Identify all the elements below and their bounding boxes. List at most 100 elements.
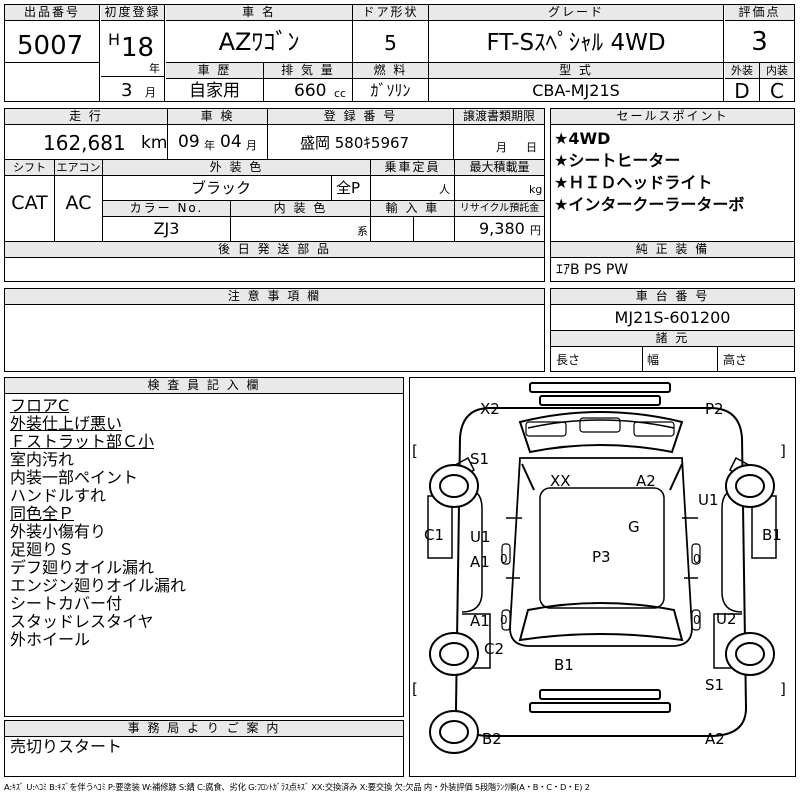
grade-cell: グレード FT-Sｽﾍﾟｼｬﾙ 4WD <box>429 5 724 62</box>
displacement-unit: cc <box>334 87 347 100</box>
reg-no-value: 盛岡 580ｷ5967 <box>300 134 410 152</box>
displacement-value: 660 <box>294 81 327 101</box>
mark-g: G <box>628 518 640 536</box>
office-label: 事 務 局 よ り ご 案 内 <box>5 721 403 737</box>
lot-number-label: 出品番号 <box>5 5 99 21</box>
history-value: 自家用 <box>189 81 240 101</box>
sales-point-item: ★4WD <box>554 129 611 148</box>
header-block: 出品番号 5007 初度登録 H 18 年 3 月 車 名 AZﾜｺﾞﾝ ドア形… <box>4 4 795 102</box>
color-paint-value: 全P <box>336 179 361 197</box>
interior-value: C <box>770 79 784 101</box>
score-label: 評価点 <box>725 5 794 21</box>
model-value: CBA-MJ21S <box>532 81 620 100</box>
equipment-label: 純 正 装 備 <box>551 242 794 258</box>
exterior-label: 外装 <box>725 63 759 79</box>
shift-label: シフト <box>5 160 54 176</box>
month-unit: 月 <box>145 86 156 99</box>
displacement-label: 排 気 量 <box>264 63 352 79</box>
year-value: 18 <box>121 33 155 63</box>
notes-label: 注 意 事 項 欄 <box>5 289 544 305</box>
score-value: 3 <box>751 27 768 57</box>
capacity-cell: 乗車定員 人 <box>371 160 455 200</box>
inspector-note-line: フロアC <box>10 396 70 415</box>
mark-b1-bottom: B1 <box>554 656 574 674</box>
era-value: H <box>108 30 121 49</box>
mark-a1-lower: A1 <box>470 612 490 630</box>
interior-grade-cell: 内装 C <box>760 63 794 101</box>
inspection-year-unit: 年 <box>204 139 215 152</box>
mileage-unit: km <box>141 133 168 153</box>
grade-value: FT-Sｽﾍﾟｼｬﾙ 4WD <box>486 30 666 56</box>
inspector-note-line: 外装小傷有り <box>10 522 107 541</box>
sales-point-item: ★シートヒーター <box>554 151 681 170</box>
exterior-grade-cell: 外装 D <box>725 63 760 101</box>
grade-label: グレード <box>429 5 723 21</box>
history-label: 車 歴 <box>166 63 263 79</box>
shift-value: CAT <box>11 192 48 214</box>
inspector-note-line: シートカバー付 <box>10 594 123 613</box>
mark-bracket-right-bottom: ] <box>780 680 786 698</box>
inspection-month-unit: 月 <box>246 139 257 152</box>
inspector-note-line: デフ廻りオイル漏れ <box>10 558 155 577</box>
mileage-value: 162,681 <box>43 131 126 155</box>
mark-a2-bottom: A2 <box>705 730 725 748</box>
car-name-label: 車 名 <box>166 5 352 21</box>
sales-points-list: ★4WD ★シートヒーター ★ＨＩＤヘッドライト ★インタークーラーターボ <box>554 128 744 216</box>
transfer-day-unit: 日 <box>526 141 537 154</box>
exterior-value: D <box>734 79 750 101</box>
capacity-label: 乗車定員 <box>371 160 454 176</box>
inspector-note-line: ハンドルすれ <box>10 486 107 505</box>
mark-p2: P2 <box>705 400 724 418</box>
recycle-value: 9,380 <box>479 219 525 238</box>
inspection-year: 09 <box>178 132 200 152</box>
spec-height-label: 高さ <box>723 353 748 367</box>
specs-label: 諸 元 <box>551 331 794 347</box>
model-label: 型 式 <box>429 63 723 79</box>
reg-no-cell: 登 録 番 号 盛岡 580ｷ5967 <box>268 109 454 159</box>
capacity-unit: 人 <box>439 183 450 196</box>
mark-c1: C1 <box>424 526 444 544</box>
inspector-note-line: 足廻りＳ <box>10 540 75 559</box>
equipment-value: ｴｱB PS PW <box>556 262 629 278</box>
damage-diagram: X2 P2 [ ] S1 XX A2 U1 C1 B1 U1 G A1 0 0 … <box>409 377 796 777</box>
max-load-label: 最大積載量 <box>455 160 544 176</box>
equipment-block: 純 正 装 備 ｴｱB PS PW <box>550 241 795 282</box>
mark-zero-1: 0 <box>500 552 508 566</box>
mark-bracket-left-bottom: [ <box>412 680 418 698</box>
mark-a1-upper: A1 <box>470 553 490 571</box>
legend-text: A:ｷｽﾞ U:ﾍｺﾐ B:ｷｽﾞを伴うﾍｺﾐ P:要塗装 W:補修跡 S:錆 … <box>4 782 590 792</box>
shift-cell: シフト CAT <box>5 160 55 241</box>
transfer-deadline-cell: 譲渡書類期限 月 日 <box>454 109 544 159</box>
door-cell: ドア形状 5 <box>353 5 429 62</box>
mark-bracket-right-top: ] <box>780 442 786 460</box>
inspector-note-line: 内装一部ペイント <box>10 468 139 487</box>
max-load-unit: kg <box>529 183 543 196</box>
door-value: 5 <box>384 31 397 55</box>
first-reg-cell: 初度登録 H 18 年 3 月 <box>101 5 165 101</box>
mark-b1: B1 <box>762 526 782 544</box>
fuel-label: 燃 料 <box>353 63 428 79</box>
lot-number-value: 5007 <box>17 31 84 61</box>
mark-u2: U2 <box>716 610 737 628</box>
car-name-value: AZﾜｺﾞﾝ <box>218 28 300 56</box>
chassis-value: MJ21S-601200 <box>614 308 731 327</box>
color-no-value: ZJ3 <box>153 219 180 238</box>
recycle-label: リサイクル預託金 <box>455 201 544 217</box>
mark-x2: X2 <box>480 400 500 418</box>
mark-xx: XX <box>550 472 571 490</box>
ac-cell: エアコン AC <box>55 160 103 241</box>
color-label: 外 装 色 <box>103 160 370 176</box>
year-unit: 年 <box>149 62 160 75</box>
sales-point-item: ★インタークーラーターボ <box>554 195 745 214</box>
inspection-label: 車 検 <box>168 109 267 125</box>
transfer-deadline-label: 譲渡書類期限 <box>454 109 544 125</box>
mark-s1-top: S1 <box>470 450 489 468</box>
mark-a2-top: A2 <box>636 472 656 490</box>
color-no-cell: カラー No. ZJ3 <box>103 201 231 241</box>
transfer-month-unit: 月 <box>496 141 507 154</box>
ac-value: AC <box>65 192 92 214</box>
sales-points-block: セールスポイント ★4WD ★シートヒーター ★ＨＩＤヘッドライト ★インターク… <box>550 108 795 242</box>
color-value: ブラック <box>191 179 252 197</box>
